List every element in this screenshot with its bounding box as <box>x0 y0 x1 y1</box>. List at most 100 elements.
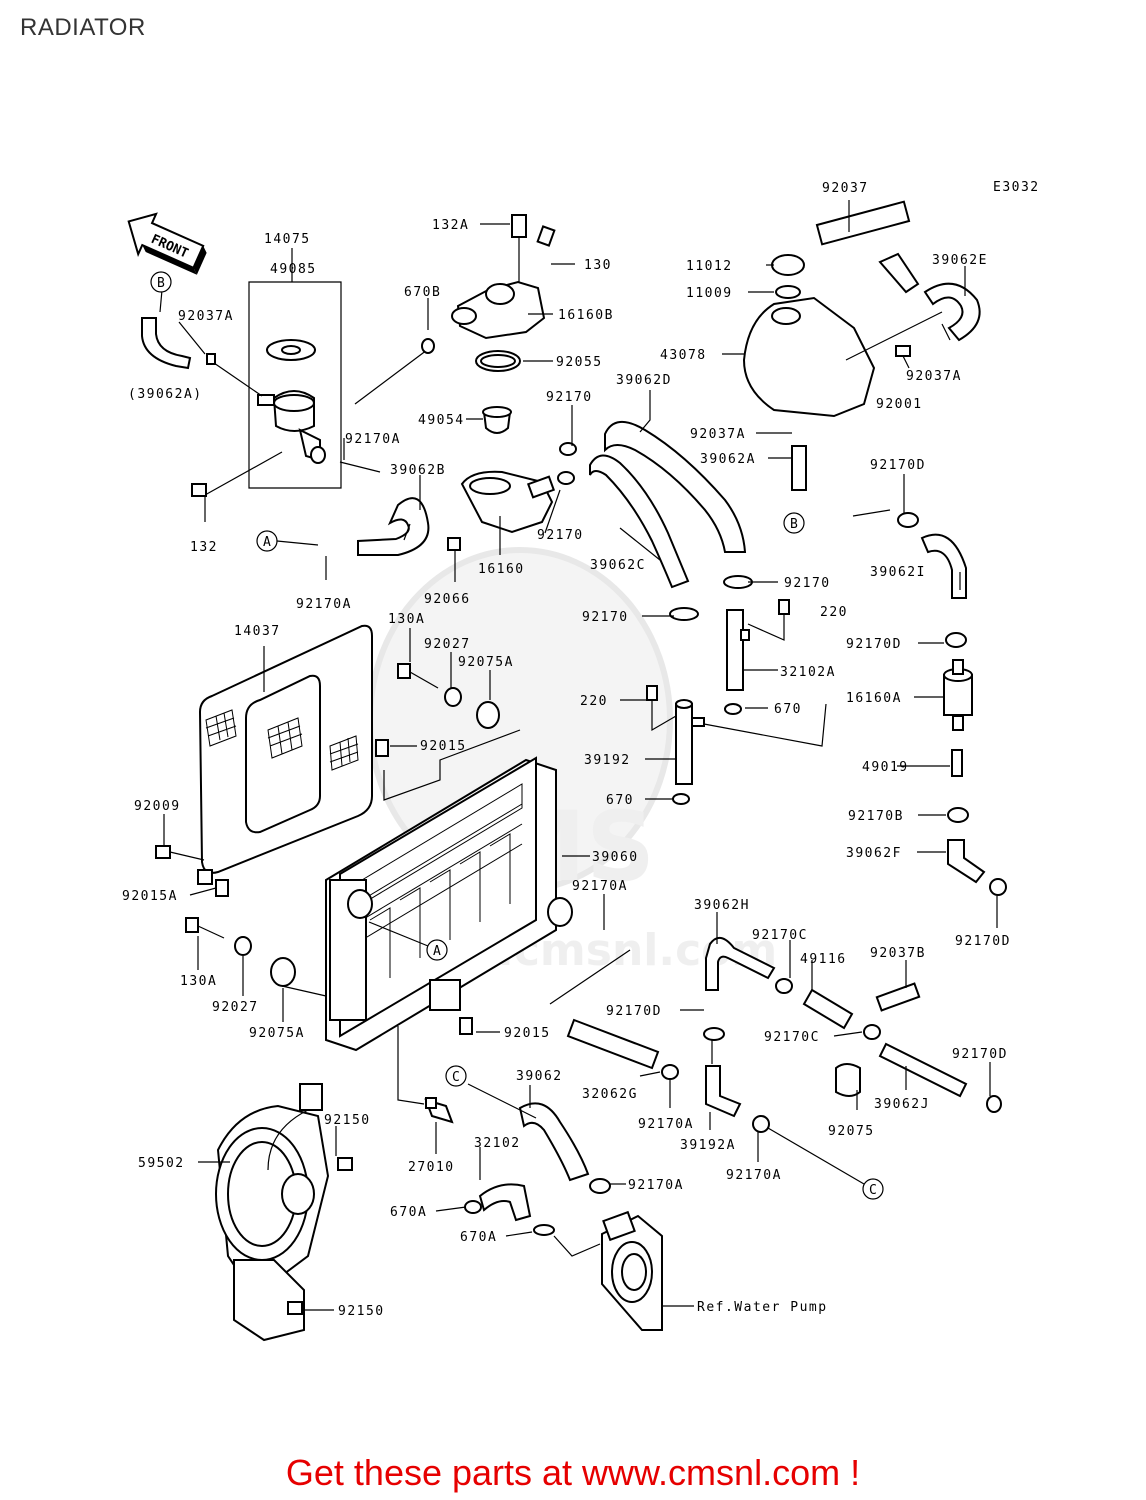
part-label: 92170A <box>345 432 401 447</box>
part-label: 220 <box>580 694 608 709</box>
reference-markers: B A B A C C <box>150 271 884 1200</box>
part-label: 39192 <box>584 753 631 768</box>
part-label: 39062A <box>700 452 756 467</box>
part-label: 92170A <box>572 879 628 894</box>
part-label: 39062B <box>390 463 446 478</box>
lower-hoses <box>566 1018 770 1133</box>
part-label: 39062D <box>616 373 672 388</box>
marker-c-right: C <box>862 1178 884 1200</box>
part-label: 49019 <box>862 760 909 775</box>
radiator-mount-parts-lower <box>185 917 473 1035</box>
part-label: 670 <box>606 793 634 808</box>
part-label: 39062J <box>874 1097 930 1112</box>
part-label: 59502 <box>138 1156 185 1171</box>
part-label: 27010 <box>408 1160 455 1175</box>
leader-lines <box>163 200 998 1311</box>
footer-link[interactable]: Get these parts at www.cmsnl.com ! <box>285 1452 861 1493</box>
svg-text:A: A <box>433 944 442 959</box>
part-labels: 14075 49085 92037A (39062A) 670B 92170A … <box>122 181 1011 1319</box>
part-label: 92170B <box>848 809 904 824</box>
page-title: RADIATOR <box>20 14 146 41</box>
part-label: 92055 <box>556 355 603 370</box>
part-label: 11012 <box>686 259 733 274</box>
part-label: 220 <box>820 605 848 620</box>
marker-b-top: B <box>150 271 172 293</box>
part-label: 130A <box>388 612 425 627</box>
part-label: 49116 <box>800 952 847 967</box>
diagram-code: E3032 <box>993 180 1040 195</box>
part-label: 92170 <box>582 610 629 625</box>
part-label: 132 <box>190 540 218 555</box>
part-label: 92075 <box>828 1124 875 1139</box>
svg-text:B: B <box>790 517 799 532</box>
part-label: 43078 <box>660 348 707 363</box>
radiator-core <box>325 756 573 1052</box>
temperature-switch <box>397 1026 454 1124</box>
svg-text:C: C <box>869 1183 878 1198</box>
part-label: 16160A <box>846 691 902 706</box>
part-label: 49054 <box>418 413 465 428</box>
part-label: 92027 <box>424 637 471 652</box>
part-label: 670 <box>774 702 802 717</box>
part-label: 32102 <box>474 1136 521 1151</box>
part-label: 92170D <box>952 1047 1008 1062</box>
radiator-parts-diagram: CMS www.cmsnl.com E3032 FRONT <box>122 180 1040 1342</box>
part-label: 92170A <box>296 597 352 612</box>
part-label: 11009 <box>686 286 733 301</box>
part-label: 92037A <box>906 369 962 384</box>
part-label: 670A <box>390 1205 427 1220</box>
water-pump-cover <box>601 1210 663 1331</box>
part-label: 39062C <box>590 558 646 573</box>
part-label: 14075 <box>264 232 311 247</box>
shroud-mesh <box>205 709 359 771</box>
part-label: 39060 <box>592 850 639 865</box>
thermostat-cover <box>447 214 577 582</box>
marker-b-right: B <box>783 512 805 534</box>
part-label: 16160B <box>558 308 614 323</box>
svg-text:B: B <box>157 276 166 291</box>
marker-a-core: A <box>426 939 448 961</box>
part-label: 49085 <box>270 262 317 277</box>
part-label: (39062A) <box>128 387 203 402</box>
part-label: 32102A <box>780 665 836 680</box>
part-label: 92170C <box>752 928 808 943</box>
part-label: 92170D <box>870 458 926 473</box>
part-label: 92037A <box>178 309 234 324</box>
part-label: Ref.Water Pump <box>697 1300 828 1315</box>
part-label: 92170A <box>628 1178 684 1193</box>
part-label: 92015A <box>122 889 178 904</box>
part-label: 670A <box>460 1230 497 1245</box>
radiator-shroud <box>155 624 373 897</box>
part-label: 92075A <box>249 1026 305 1041</box>
part-label: 92009 <box>134 799 181 814</box>
part-label: 39062E <box>932 253 988 268</box>
hose-39062a <box>141 289 216 497</box>
part-label: 92170 <box>546 390 593 405</box>
right-hose-group <box>852 509 1007 896</box>
part-label: 92001 <box>876 397 923 412</box>
part-label: 39062 <box>516 1069 563 1084</box>
part-label: 130A <box>180 974 217 989</box>
marker-c-left: C <box>445 1065 467 1087</box>
marker-a-left: A <box>256 530 278 552</box>
part-label: 92170D <box>846 637 902 652</box>
hoses-39062d-39062c <box>589 421 747 589</box>
svg-text:C: C <box>452 1070 461 1085</box>
part-label: 92170D <box>955 934 1011 949</box>
part-label: 670B <box>404 285 441 300</box>
part-label: 92150 <box>338 1304 385 1319</box>
part-label: 92170 <box>537 528 584 543</box>
part-label: 39062I <box>870 565 926 580</box>
part-label: 39062F <box>846 846 902 861</box>
part-label: 14037 <box>234 624 281 639</box>
part-label: 92015 <box>504 1026 551 1041</box>
part-label: 92037A <box>690 427 746 442</box>
part-label: 92170D <box>606 1004 662 1019</box>
hose-39062b <box>357 497 430 556</box>
part-label: 92027 <box>212 1000 259 1015</box>
part-label: 132A <box>432 218 469 233</box>
svg-text:A: A <box>263 535 272 550</box>
water-pump-hoses <box>464 1083 611 1257</box>
radiator-mount-parts-upper <box>375 663 521 801</box>
part-label: 92075A <box>458 655 514 670</box>
